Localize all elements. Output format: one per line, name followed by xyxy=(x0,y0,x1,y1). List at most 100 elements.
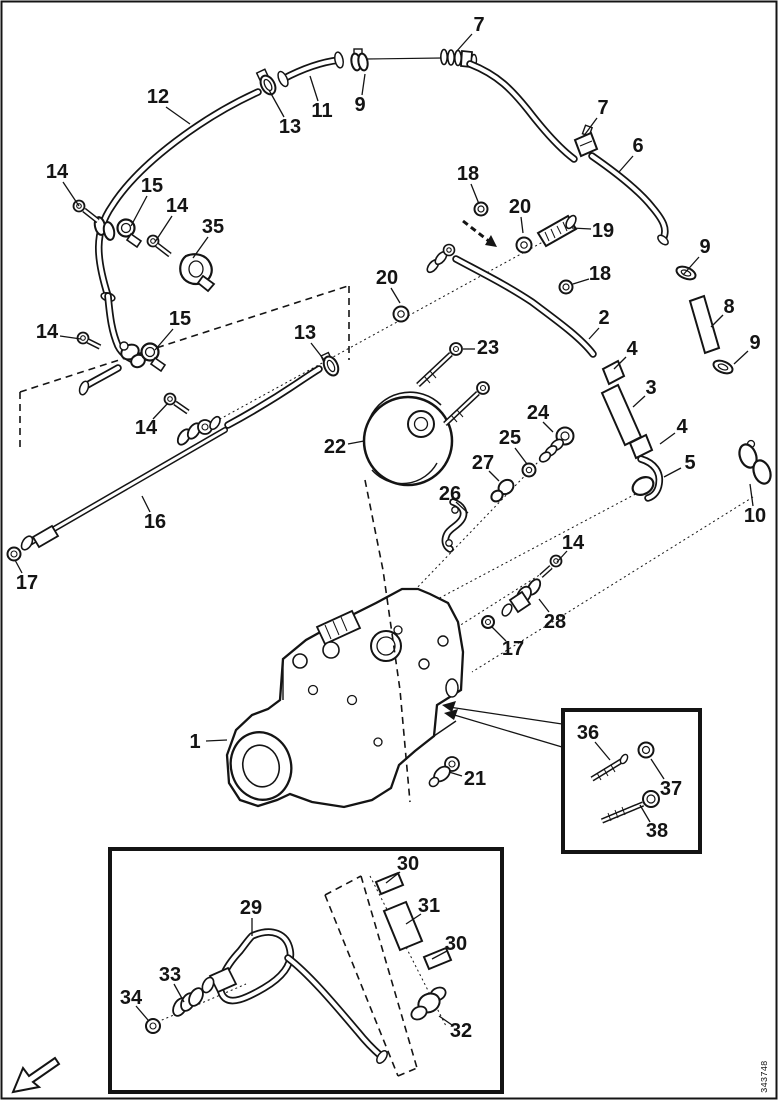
callout-label-12: 12 xyxy=(147,86,169,108)
callout-leader-20 xyxy=(390,287,401,304)
callout-label-14: 14 xyxy=(135,417,158,439)
callout-leader-24 xyxy=(542,421,554,433)
callout-label-32: 32 xyxy=(450,1020,472,1042)
callout-leader-7 xyxy=(455,33,473,53)
callout-leader-5 xyxy=(663,467,682,478)
fitting-27 xyxy=(490,478,515,503)
insert-arrow xyxy=(462,219,497,247)
callout-leader-21 xyxy=(448,771,463,777)
callout-label-18: 18 xyxy=(457,163,479,185)
inset-box xyxy=(108,847,504,1094)
callout-label-9: 9 xyxy=(354,94,365,116)
assembly-axis-lines xyxy=(199,225,754,673)
callout-leader-38 xyxy=(639,804,651,823)
bolt-23-b xyxy=(443,381,490,427)
bracket-26 xyxy=(441,498,468,553)
hose-11 xyxy=(277,51,345,88)
callout-leader-4 xyxy=(659,432,676,445)
pump-to-box-pointers xyxy=(442,701,563,748)
callout-label-5: 5 xyxy=(684,452,695,474)
callout-label-18: 18 xyxy=(589,263,611,285)
clip-9-right xyxy=(675,265,697,281)
banjo-fitting xyxy=(426,243,456,274)
clamp-4-upper xyxy=(601,359,626,386)
hose-16-upper xyxy=(228,369,319,425)
axis-line-top xyxy=(365,57,443,60)
callout-leader-8 xyxy=(710,314,724,328)
hose-7-run xyxy=(470,64,574,159)
p-clamp-15-b xyxy=(140,342,167,373)
callout-leader-34 xyxy=(135,1005,149,1021)
callout-leader-16 xyxy=(141,495,151,513)
callout-leader-20 xyxy=(520,216,524,234)
callout-leader-33 xyxy=(173,983,185,1003)
callout-leader-25 xyxy=(514,447,528,465)
callout-leader-9 xyxy=(733,350,749,365)
callout-label-8: 8 xyxy=(723,296,734,318)
callout-label-33: 33 xyxy=(159,964,181,986)
nut-18-lower xyxy=(558,279,574,295)
p-clamp-15-a xyxy=(116,218,143,249)
bolt-14-e xyxy=(163,392,190,415)
dashed-bracket xyxy=(324,875,418,1077)
callout-label-7: 7 xyxy=(473,14,484,36)
tube-31 xyxy=(382,900,424,952)
callout-leader-17 xyxy=(491,626,507,642)
ring-17-left xyxy=(6,546,22,562)
callout-label-13: 13 xyxy=(279,116,301,138)
plug-21 xyxy=(428,756,460,788)
dashed-alignment-line xyxy=(364,479,411,803)
tube-16 xyxy=(20,430,225,551)
tube-3 xyxy=(600,383,643,447)
callout-label-14: 14 xyxy=(562,532,585,554)
hose-29 xyxy=(201,932,388,1064)
nut-37 xyxy=(637,741,655,759)
direction-arrow-icon xyxy=(11,1056,61,1094)
callout-label-13: 13 xyxy=(294,322,316,344)
callout-label-4: 4 xyxy=(626,338,638,360)
callout-leader-35 xyxy=(192,236,209,259)
callout-label-20: 20 xyxy=(376,267,398,289)
bracket-35 xyxy=(179,253,216,293)
y-connector xyxy=(119,341,146,369)
callout-leader-19 xyxy=(571,227,592,230)
callout-label-30: 30 xyxy=(445,933,467,955)
elbow-5 xyxy=(631,459,659,498)
stud-36 xyxy=(590,753,629,782)
bolt-14-b xyxy=(146,234,172,258)
ring-34 xyxy=(145,1018,161,1034)
callout-leader-4 xyxy=(613,356,627,370)
callout-label-14: 14 xyxy=(36,321,59,343)
callout-label-4: 4 xyxy=(676,416,688,438)
callout-label-6: 6 xyxy=(632,135,643,157)
callout-leader-15 xyxy=(154,328,174,351)
callout-leader-12 xyxy=(165,106,191,125)
callout-label-24: 24 xyxy=(527,402,550,424)
washer-25 xyxy=(521,462,537,478)
bolt-38 xyxy=(600,790,660,824)
callout-leader-3 xyxy=(632,395,646,408)
callout-label-7: 7 xyxy=(597,97,608,119)
callout-leader-32 xyxy=(438,1015,453,1026)
callout-leader-31 xyxy=(405,913,422,925)
callout-leader-9 xyxy=(361,73,366,96)
callout-label-9: 9 xyxy=(699,236,710,258)
callout-label-9: 9 xyxy=(749,332,760,354)
washer-20-left xyxy=(392,305,410,323)
clamp-10 xyxy=(738,439,772,485)
callout-label-20: 20 xyxy=(509,196,531,218)
callout-label-23: 23 xyxy=(477,337,499,359)
callout-label-1: 1 xyxy=(189,731,200,753)
callout-label-29: 29 xyxy=(240,897,262,919)
callout-leader-30 xyxy=(431,950,448,960)
callout-label-2: 2 xyxy=(598,307,609,329)
callout-leader-9 xyxy=(682,256,700,276)
callout-label-14: 14 xyxy=(166,195,189,217)
callout-label-3: 3 xyxy=(645,377,656,399)
tube-16-connector xyxy=(176,415,221,446)
callout-leader-1 xyxy=(205,739,228,742)
callout-label-36: 36 xyxy=(577,722,599,744)
callout-label-31: 31 xyxy=(418,895,440,917)
callout-leader-6 xyxy=(618,155,634,173)
